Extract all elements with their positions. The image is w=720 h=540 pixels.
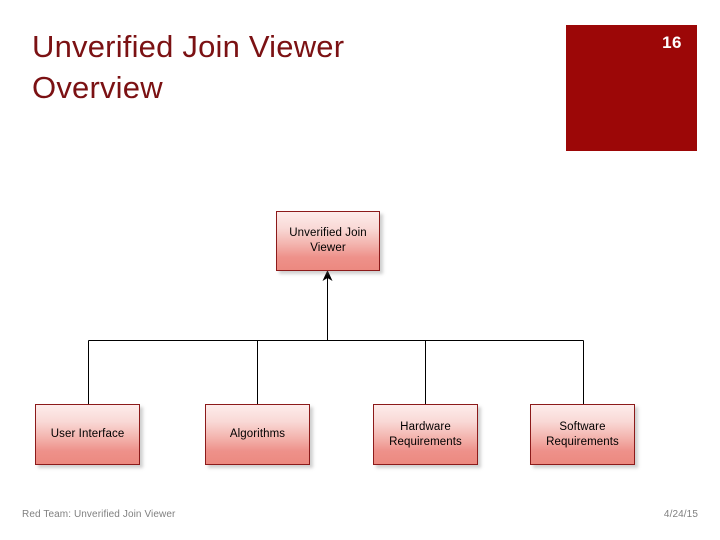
page-number: 16 xyxy=(662,33,682,52)
page-number-block: 16 xyxy=(566,25,697,151)
node-hardware-requirements[interactable]: Hardware Requirements xyxy=(373,404,478,465)
arrowhead-icon xyxy=(322,270,333,281)
node-algorithms[interactable]: Algorithms xyxy=(205,404,310,465)
connector-lines xyxy=(87,277,585,404)
node-unverified-join-viewer[interactable]: Unverified Join Viewer xyxy=(276,211,380,271)
footer-date: 4/24/15 xyxy=(663,509,698,520)
node-user-interface[interactable]: User Interface xyxy=(35,404,140,465)
page-title: Unverified Join Viewer Overview xyxy=(32,29,345,106)
node-software-requirements[interactable]: Software Requirements xyxy=(530,404,635,465)
footer-left-text: Red Team: Unverified Join Viewer xyxy=(22,509,176,520)
